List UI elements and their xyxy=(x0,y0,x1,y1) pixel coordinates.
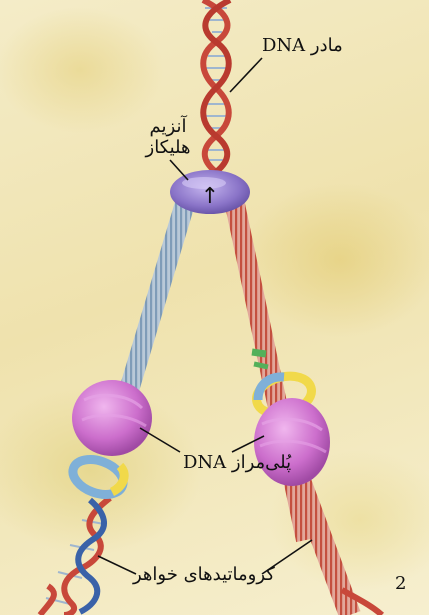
label-mother-dna: مادر DNA xyxy=(262,36,343,57)
label-helicase-line1: آنزیم xyxy=(130,117,206,138)
label-dna-polymerase: DNA پُلی‌مراز xyxy=(183,453,291,474)
label-sister-chromatids: کروماتیدهای خواهر xyxy=(133,565,275,586)
leader-helicase xyxy=(170,160,188,180)
leader-mother-dna xyxy=(230,58,262,92)
new-strand-segment xyxy=(252,352,266,354)
dna-polymerase-left xyxy=(72,380,152,456)
label-helicase-line2: هلیکاز xyxy=(130,138,206,159)
leader-polymerase-left xyxy=(140,428,180,452)
direction-arrow-icon: ↑ xyxy=(201,184,219,209)
figure-number: 2 xyxy=(395,574,406,595)
sliding-clamp-left xyxy=(68,453,128,501)
parental-dna-helix xyxy=(203,0,230,172)
leader-sister-left xyxy=(98,556,136,574)
label-helicase: آنزیم هلیکاز xyxy=(130,117,206,158)
